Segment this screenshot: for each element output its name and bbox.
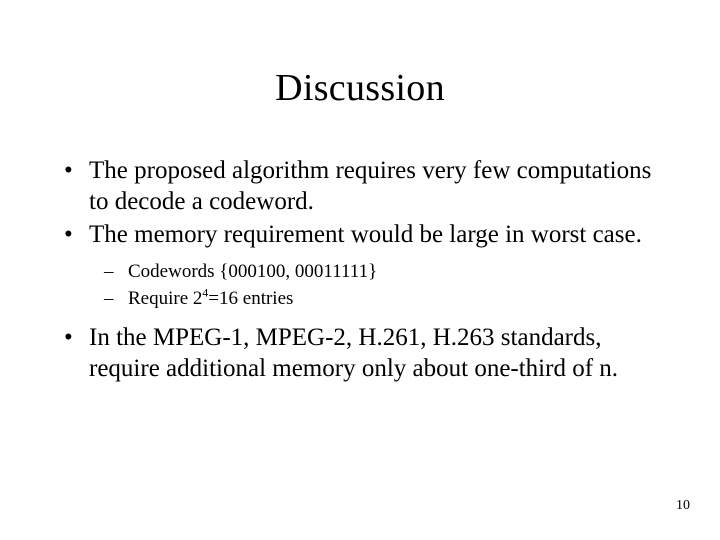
- dash-icon: –: [104, 288, 114, 309]
- page-number: 10: [676, 498, 690, 513]
- dash-icon: –: [104, 261, 114, 282]
- bullet-dot-icon: •: [64, 157, 73, 184]
- exponent-value: 4: [202, 286, 209, 300]
- sub-list-item-text: Codewords {000100, 00011111}: [128, 261, 378, 282]
- slide-body: • The proposed algorithm requires very f…: [56, 155, 664, 384]
- sub-list-item: – Codewords {000100, 00011111}: [56, 258, 664, 285]
- list-item: • In the MPEG-1, MPEG-2, H.261, H.263 st…: [56, 322, 664, 384]
- sub-list-item-text-before: Require 2: [128, 288, 203, 309]
- list-item-text: In the MPEG-1, MPEG-2, H.261, H.263 stan…: [89, 324, 619, 382]
- sub-list-item-text-after: =16 entries: [208, 288, 294, 309]
- bullet-dot-icon: •: [64, 221, 73, 248]
- sub-list: – Codewords {000100, 00011111} – Require…: [56, 258, 664, 312]
- sub-list-item: – Require 24=16 entries: [56, 285, 664, 312]
- page-title: Discussion: [275, 67, 445, 109]
- list-item: • The proposed algorithm requires very f…: [56, 155, 664, 217]
- list-item-text: The memory requirement would be large in…: [89, 221, 642, 248]
- list-item: • The memory requirement would be large …: [56, 219, 664, 250]
- list-item-text: The proposed algorithm requires very few…: [89, 157, 652, 215]
- bullet-dot-icon: •: [64, 324, 73, 351]
